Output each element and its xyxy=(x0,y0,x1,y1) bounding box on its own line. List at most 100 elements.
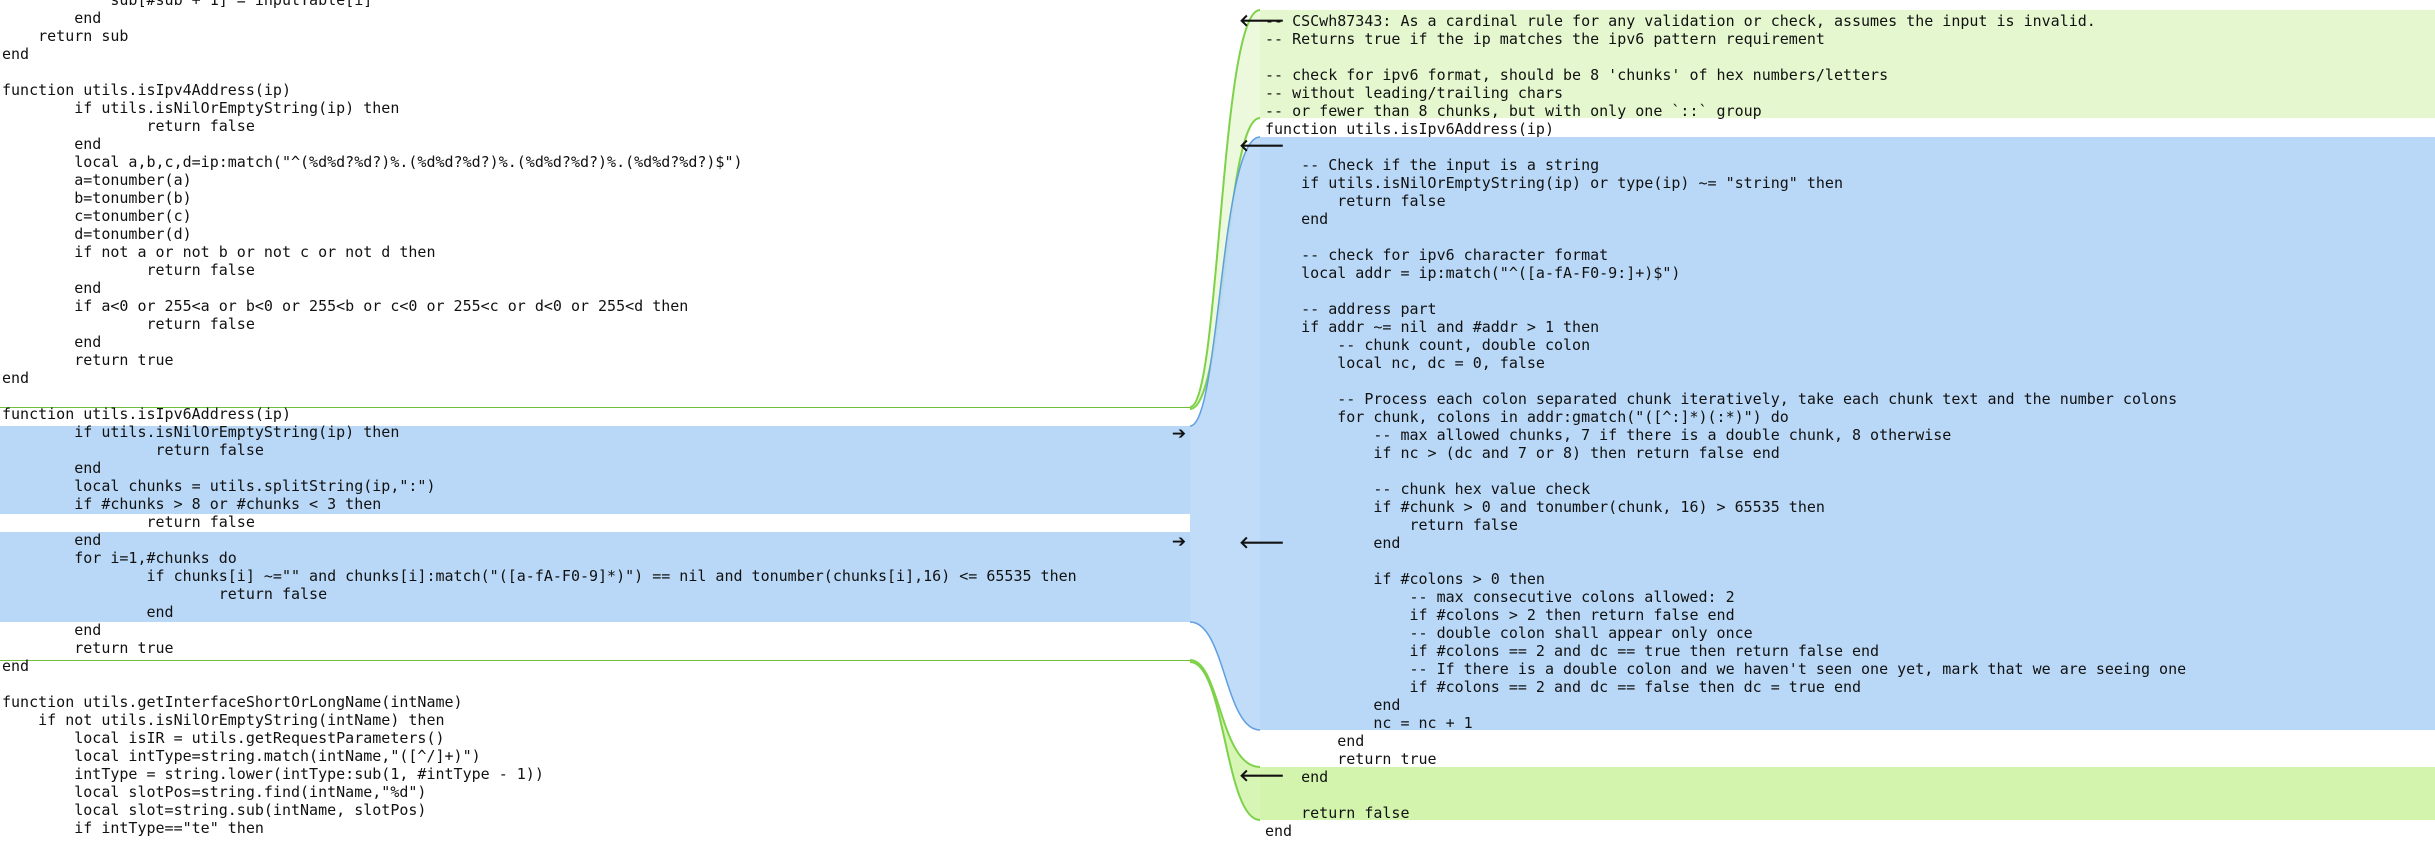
code-line[interactable]: a=tonumber(a) xyxy=(0,171,1190,189)
code-line[interactable]: end xyxy=(0,657,1190,675)
code-line[interactable]: function utils.getInterfaceShortOrLongNa… xyxy=(0,693,1190,711)
code-line[interactable]: -- Check if the input is a string xyxy=(1260,156,2435,174)
code-line[interactable]: if #colons > 2 then return false end xyxy=(1260,606,2435,624)
code-line[interactable]: return false xyxy=(0,441,1190,459)
code-line[interactable]: -- without leading/trailing chars xyxy=(1260,84,2435,102)
code-line[interactable]: if not a or not b or not c or not d then xyxy=(0,243,1190,261)
code-line[interactable]: if utils.isNilOrEmptyString(ip) then xyxy=(0,423,1190,441)
code-line[interactable]: -- or fewer than 8 chunks, but with only… xyxy=(1260,102,2435,120)
code-line[interactable]: if #chunks > 8 or #chunks < 3 then xyxy=(0,495,1190,513)
code-line[interactable]: return false xyxy=(0,117,1190,135)
code-line[interactable]: local a,b,c,d=ip:match("^(%d%d?%d?)%.(%d… xyxy=(0,153,1190,171)
code-line[interactable]: return sub xyxy=(0,27,1190,45)
copy-right-arrow-icon[interactable]: ➔ xyxy=(1171,424,1187,444)
code-line[interactable]: if #colons == 2 and dc == false then dc … xyxy=(1260,678,2435,696)
code-line[interactable] xyxy=(0,387,1190,405)
code-line[interactable] xyxy=(0,63,1190,81)
code-line[interactable]: sub[#sub + 1] = inputTable[i] xyxy=(0,0,1190,9)
code-line[interactable]: -- CSCwh87343: As a cardinal rule for an… xyxy=(1260,12,2435,30)
code-line[interactable]: return false xyxy=(0,261,1190,279)
code-line[interactable]: end xyxy=(0,369,1190,387)
code-line[interactable] xyxy=(1260,48,2435,66)
code-line[interactable]: end xyxy=(0,45,1190,63)
code-line[interactable]: if #colons > 0 then xyxy=(1260,570,2435,588)
code-line[interactable]: local nc, dc = 0, false xyxy=(1260,354,2435,372)
code-line[interactable] xyxy=(1260,372,2435,390)
code-line[interactable]: end xyxy=(0,621,1190,639)
code-line[interactable]: function utils.isIpv6Address(ip) xyxy=(1260,120,2435,138)
code-line[interactable]: local intType=string.match(intName,"([^/… xyxy=(0,747,1190,765)
code-line[interactable]: c=tonumber(c) xyxy=(0,207,1190,225)
code-line[interactable] xyxy=(1260,786,2435,804)
code-line[interactable]: b=tonumber(b) xyxy=(0,189,1190,207)
code-line[interactable]: return false xyxy=(1260,804,2435,822)
copy-right-arrow-icon[interactable]: ➔ xyxy=(1171,532,1187,552)
code-line[interactable]: end xyxy=(1260,822,2435,840)
code-line[interactable] xyxy=(1260,462,2435,480)
code-line[interactable]: if a<0 or 255<a or b<0 or 255<b or c<0 o… xyxy=(0,297,1190,315)
code-line[interactable]: if not utils.isNilOrEmptyString(intName)… xyxy=(0,711,1190,729)
code-line[interactable]: local chunks = utils.splitString(ip,":") xyxy=(0,477,1190,495)
code-line[interactable]: return false xyxy=(0,315,1190,333)
code-line[interactable]: return true xyxy=(0,351,1190,369)
code-line[interactable]: intType = string.lower(intType:sub(1, #i… xyxy=(0,765,1190,783)
code-line[interactable]: -- Returns true if the ip matches the ip… xyxy=(1260,30,2435,48)
code-line[interactable]: return false xyxy=(0,513,1190,531)
code-line[interactable] xyxy=(1260,552,2435,570)
copy-left-arrow-icon[interactable]: 🡐 xyxy=(1239,12,1285,30)
code-line[interactable] xyxy=(1260,228,2435,246)
code-line[interactable]: if utils.isNilOrEmptyString(ip) or type(… xyxy=(1260,174,2435,192)
code-line[interactable]: return false xyxy=(1260,192,2435,210)
code-line[interactable]: local isIR = utils.getRequestParameters(… xyxy=(0,729,1190,747)
code-line[interactable]: -- max allowed chunks, 7 if there is a d… xyxy=(1260,426,2435,444)
copy-left-arrow-icon[interactable]: 🡐 xyxy=(1239,767,1285,785)
code-line[interactable]: if #colons == 2 and dc == true then retu… xyxy=(1260,642,2435,660)
code-line[interactable]: -- max consecutive colons allowed: 2 xyxy=(1260,588,2435,606)
right-editor-pane[interactable]: -- CSCwh87343: As a cardinal rule for an… xyxy=(1260,0,2435,845)
code-line[interactable]: if chunks[i] ~="" and chunks[i]:match("(… xyxy=(0,567,1190,585)
code-line[interactable]: function utils.isIpv6Address(ip) xyxy=(0,405,1190,423)
code-line[interactable]: -- address part xyxy=(1260,300,2435,318)
copy-left-arrow-icon[interactable]: 🡐 xyxy=(1239,137,1285,155)
code-line[interactable]: end xyxy=(0,603,1190,621)
code-line[interactable]: -- If there is a double colon and we hav… xyxy=(1260,660,2435,678)
code-line[interactable]: end xyxy=(1260,696,2435,714)
code-line[interactable]: end xyxy=(0,531,1190,549)
code-line[interactable]: -- check for ipv6 format, should be 8 'c… xyxy=(1260,66,2435,84)
left-editor-pane[interactable]: sub[#sub + 1] = inputTable[i] end return… xyxy=(0,0,1190,845)
code-line[interactable]: -- Process each colon separated chunk it… xyxy=(1260,390,2435,408)
code-line[interactable] xyxy=(1260,138,2435,156)
code-line[interactable]: if #chunk > 0 and tonumber(chunk, 16) > … xyxy=(1260,498,2435,516)
code-line[interactable]: end xyxy=(0,135,1190,153)
code-line[interactable]: end xyxy=(0,333,1190,351)
code-line[interactable]: end xyxy=(1260,768,2435,786)
code-line[interactable]: return true xyxy=(1260,750,2435,768)
code-line[interactable]: function utils.isIpv4Address(ip) xyxy=(0,81,1190,99)
code-line[interactable]: -- double colon shall appear only once xyxy=(1260,624,2435,642)
code-line[interactable]: if addr ~= nil and #addr > 1 then xyxy=(1260,318,2435,336)
code-line[interactable]: end xyxy=(0,459,1190,477)
code-line[interactable]: local slotPos=string.find(intName,"%d") xyxy=(0,783,1190,801)
code-line[interactable]: if utils.isNilOrEmptyString(ip) then xyxy=(0,99,1190,117)
code-line[interactable]: local addr = ip:match("^([a-fA-F0-9:]+)$… xyxy=(1260,264,2435,282)
code-line[interactable]: for i=1,#chunks do xyxy=(0,549,1190,567)
code-line[interactable]: -- chunk count, double colon xyxy=(1260,336,2435,354)
code-line[interactable]: return false xyxy=(1260,516,2435,534)
code-line[interactable]: if intType=="te" then xyxy=(0,819,1190,837)
code-line[interactable]: local slot=string.sub(intName, slotPos) xyxy=(0,801,1190,819)
code-line[interactable]: if nc > (dc and 7 or 8) then return fals… xyxy=(1260,444,2435,462)
code-line[interactable]: return false xyxy=(0,585,1190,603)
code-line[interactable]: end xyxy=(1260,534,2435,552)
code-line[interactable]: end xyxy=(1260,732,2435,750)
code-line[interactable]: nc = nc + 1 xyxy=(1260,714,2435,732)
code-line[interactable] xyxy=(1260,282,2435,300)
code-line[interactable]: -- check for ipv6 character format xyxy=(1260,246,2435,264)
code-line[interactable]: for chunk, colons in addr:gmatch("([^:]*… xyxy=(1260,408,2435,426)
code-line[interactable]: -- chunk hex value check xyxy=(1260,480,2435,498)
code-line[interactable]: end xyxy=(0,279,1190,297)
code-line[interactable]: end xyxy=(1260,210,2435,228)
code-line[interactable]: d=tonumber(d) xyxy=(0,225,1190,243)
copy-left-arrow-icon[interactable]: 🡐 xyxy=(1239,534,1285,552)
code-line[interactable]: return true xyxy=(0,639,1190,657)
code-line[interactable]: end xyxy=(0,9,1190,27)
